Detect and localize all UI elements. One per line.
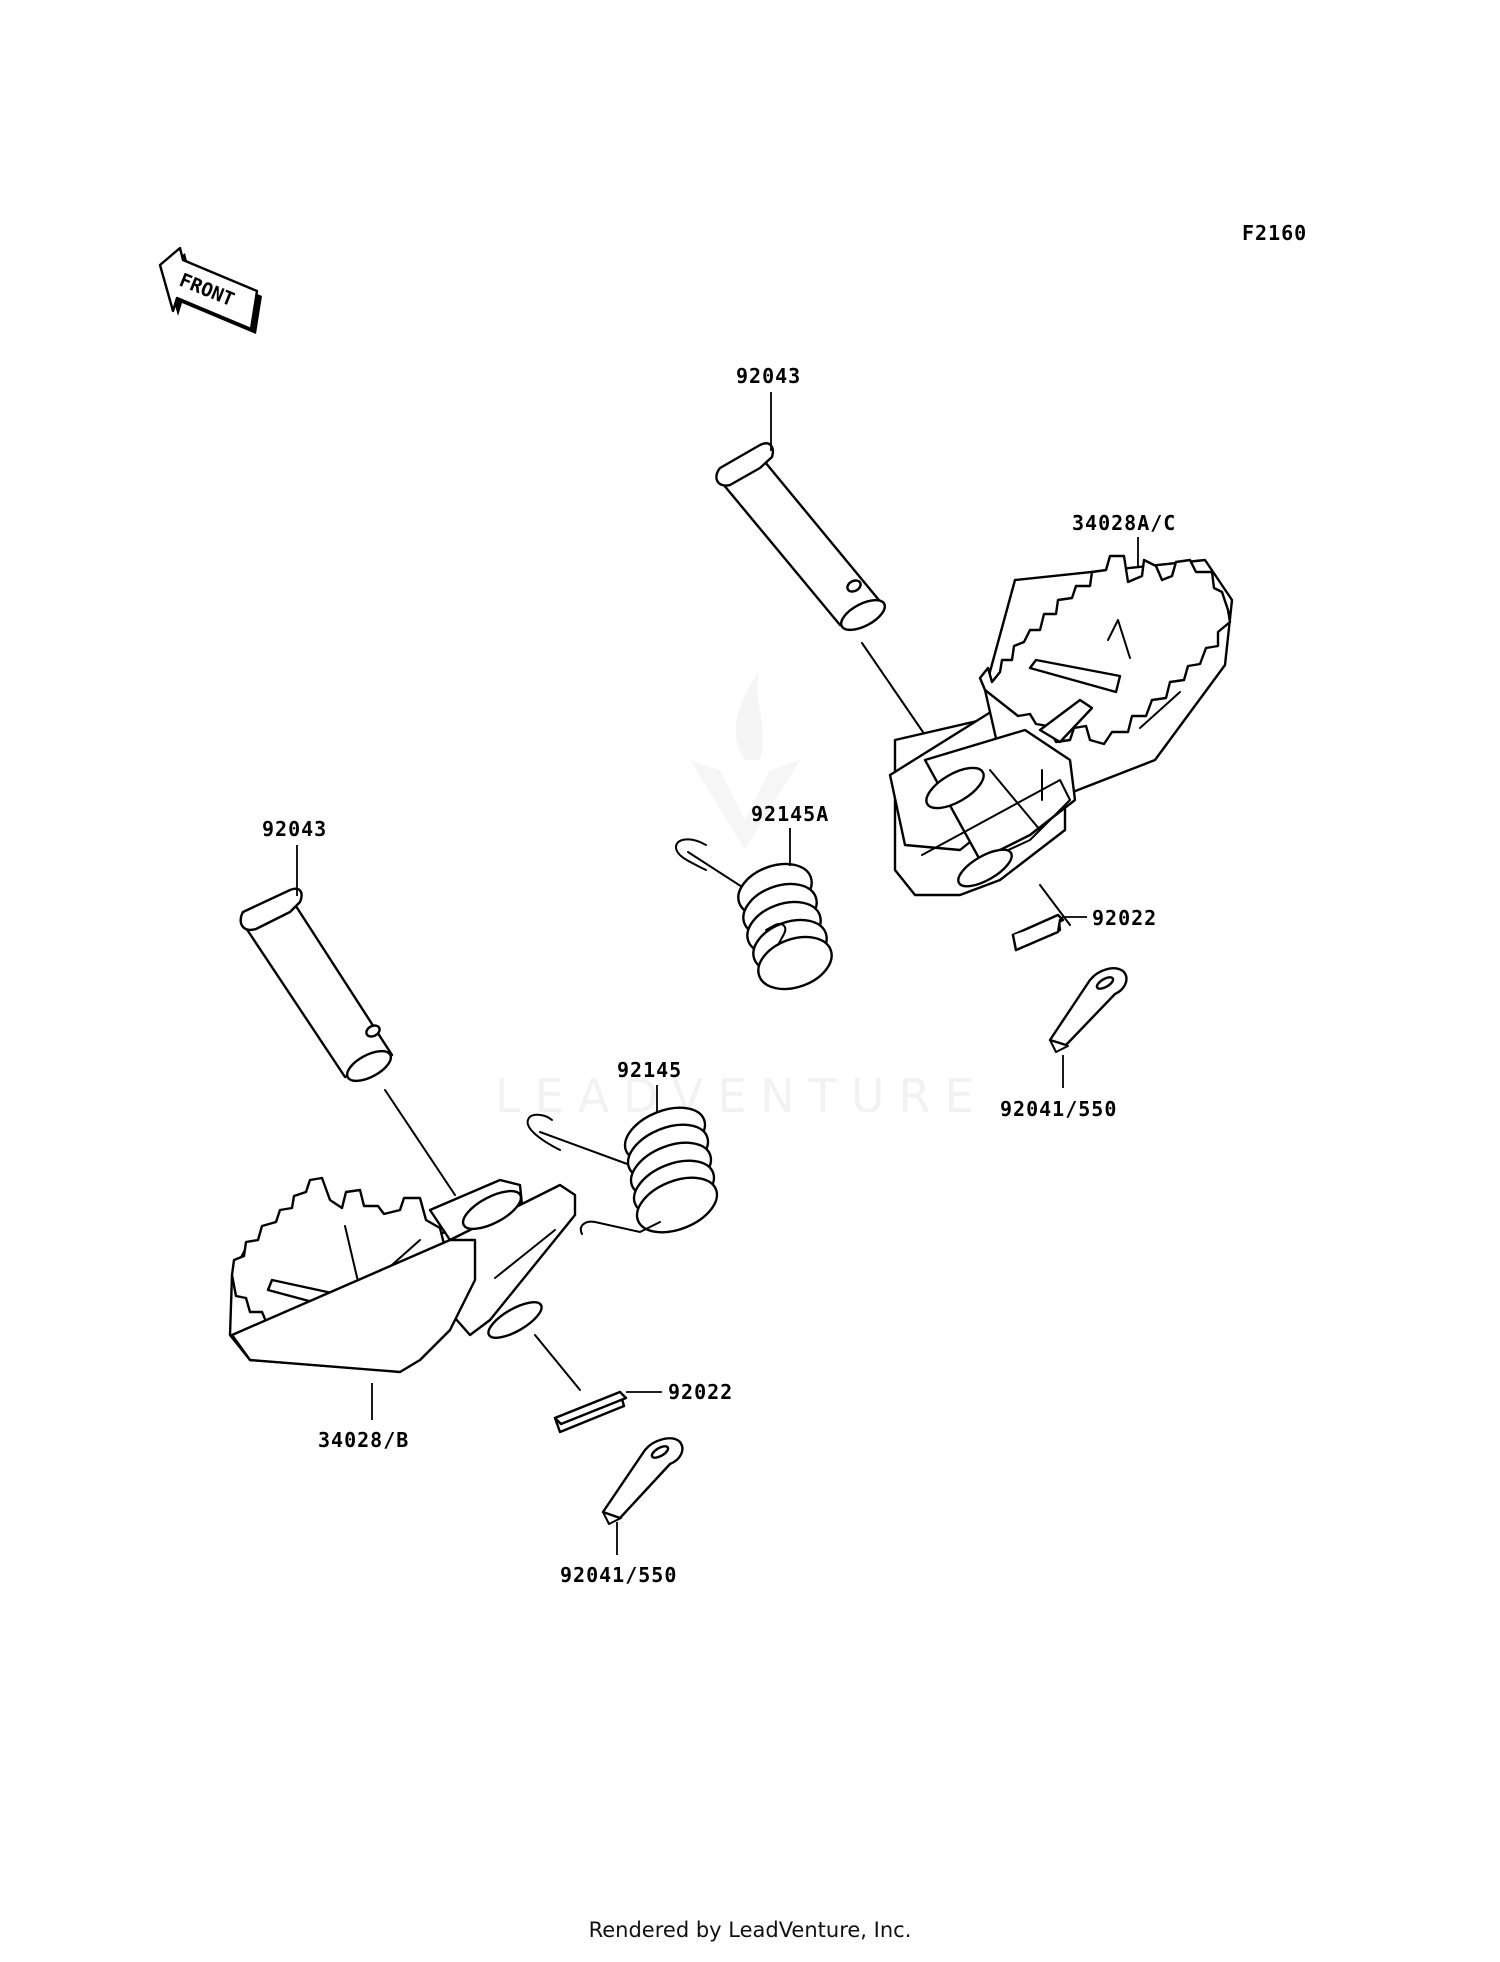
callout-footpeg-lower: 34028/B xyxy=(318,1428,409,1452)
watermark-text: LEADVENTURE xyxy=(495,1069,988,1123)
callout-washer-upper: 92022 xyxy=(1092,906,1157,930)
centerline-pin-lower xyxy=(384,1089,456,1196)
callout-cotter-upper: 92041/550 xyxy=(1000,1097,1117,1121)
callout-pin-upper: 92043 xyxy=(736,364,801,388)
cotter-upper xyxy=(1048,967,1128,1053)
callout-footpeg-upper: 34028A/C xyxy=(1072,511,1176,535)
footpeg-upper xyxy=(888,554,1234,897)
washer-lower xyxy=(553,1390,628,1434)
callout-spring-upper: 92145A xyxy=(751,802,829,826)
callout-pin-lower: 92043 xyxy=(262,817,327,841)
spring-upper xyxy=(675,838,833,991)
figure-code: F2160 xyxy=(1242,221,1307,245)
centerline-washer-lower xyxy=(534,1334,581,1391)
footpeg-lower xyxy=(228,1176,577,1374)
leadventure-watermark: LEADVENTURE xyxy=(495,670,988,1123)
callout-washer-lower: 92022 xyxy=(668,1380,733,1404)
pin-lower xyxy=(239,887,394,1083)
front-arrow-icon: FRONT xyxy=(158,246,262,334)
spring-lower xyxy=(526,1106,719,1235)
washer-upper xyxy=(1011,913,1065,952)
centerline-pin-upper xyxy=(861,642,926,736)
callout-spring-lower: 92145 xyxy=(617,1058,682,1082)
centerline-footpeg-upper xyxy=(989,769,1041,831)
callout-cotter-lower: 92041/550 xyxy=(560,1563,677,1587)
pin-upper xyxy=(715,442,887,632)
footer-credit: Rendered by LeadVenture, Inc. xyxy=(588,1918,912,1942)
cotter-lower xyxy=(601,1437,684,1525)
centerline-washer-upper xyxy=(1039,884,1071,926)
